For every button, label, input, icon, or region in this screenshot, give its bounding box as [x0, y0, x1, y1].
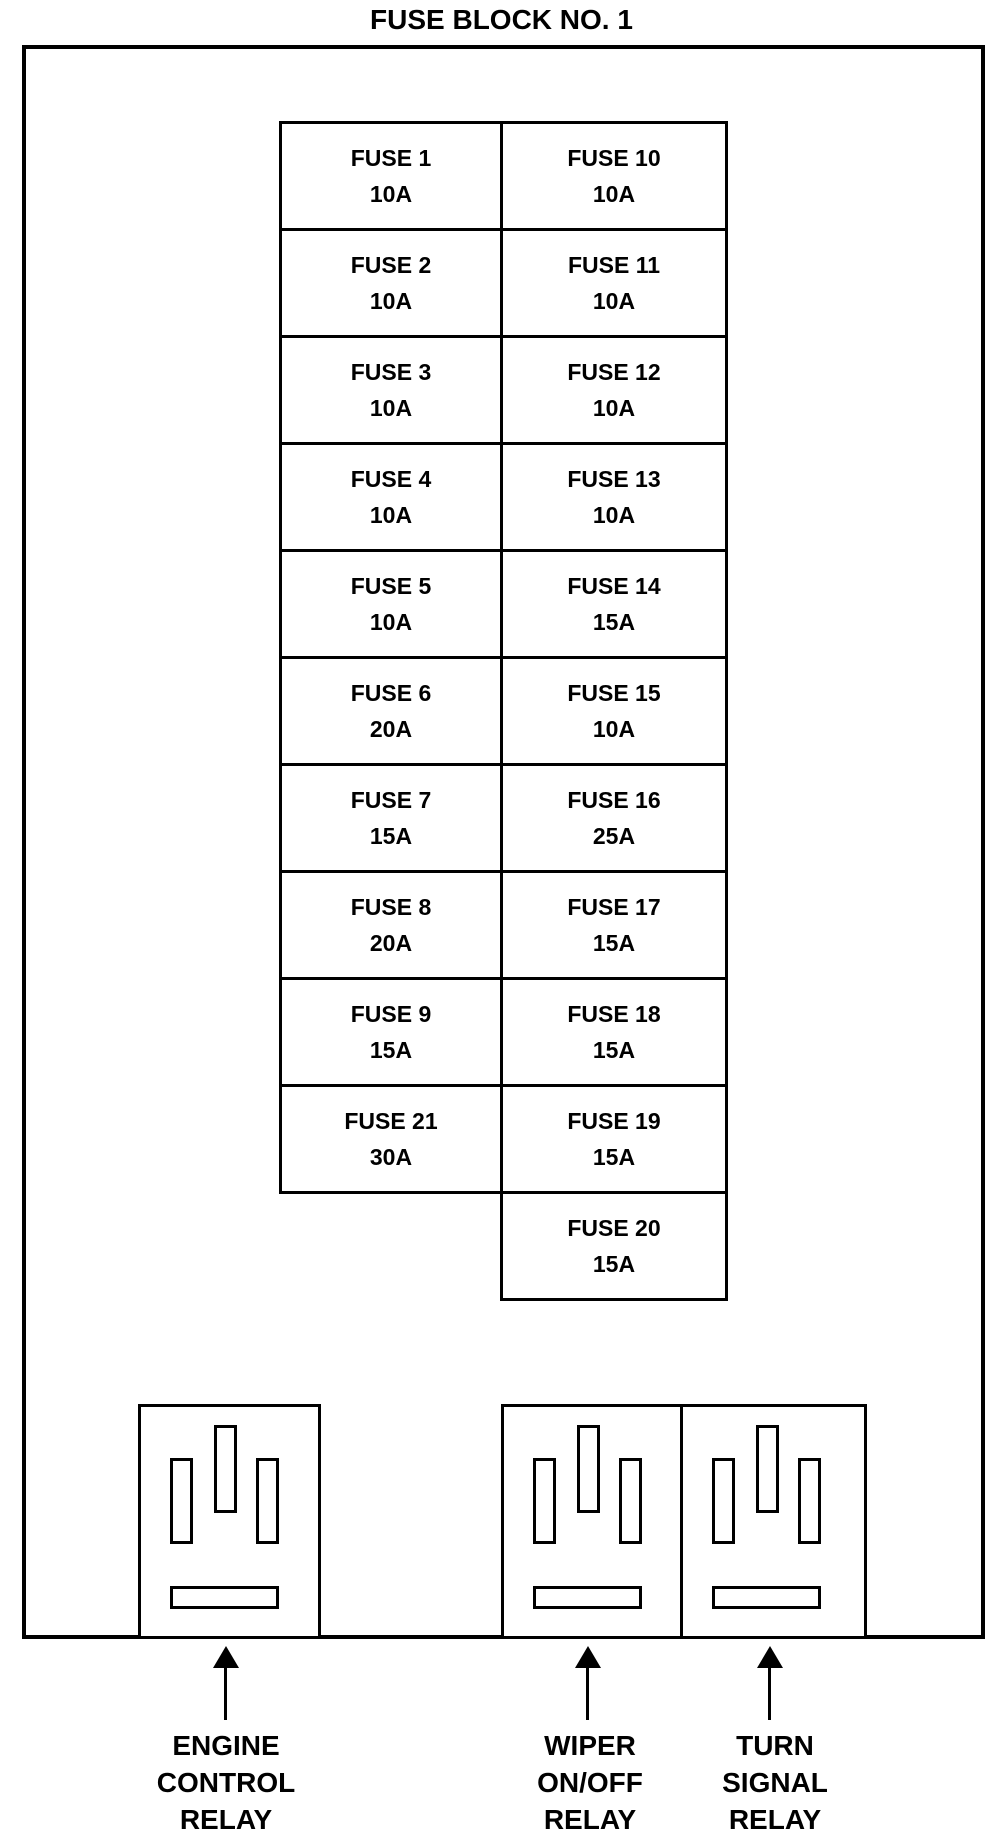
relay-pin-middle [756, 1425, 779, 1513]
fuse-cell-3: FUSE 3 10A [279, 335, 503, 445]
fuse-cell-15: FUSE 15 10A [500, 656, 728, 766]
fuse-cell-21: FUSE 21 30A [279, 1084, 503, 1194]
fuse-name: FUSE 21 [344, 1108, 438, 1134]
fuse-amperage: 10A [592, 716, 636, 742]
fuse-name: FUSE 4 [350, 466, 432, 492]
fuse-cell-17: FUSE 17 15A [500, 870, 728, 980]
fuse-cell-2: FUSE 2 10A [279, 228, 503, 338]
fuse-name: FUSE 2 [350, 252, 432, 278]
fuse-amperage: 15A [592, 1037, 636, 1063]
fuse-cell-14: FUSE 14 15A [500, 549, 728, 659]
relay-pin-middle [214, 1425, 237, 1513]
fuse-name: FUSE 7 [350, 787, 432, 813]
relay-box-engine-control [138, 1404, 321, 1639]
fuse-cell-18: FUSE 18 15A [500, 977, 728, 1087]
relay-slot [712, 1586, 821, 1609]
fuse-cell-9: FUSE 9 15A [279, 977, 503, 1087]
up-arrow-stem [224, 1667, 227, 1720]
fuse-name: FUSE 16 [567, 787, 661, 813]
fuse-amperage: 10A [592, 395, 636, 421]
fuse-name: FUSE 12 [567, 359, 661, 385]
fuse-name: FUSE 6 [350, 680, 432, 706]
up-arrow-icon [575, 1646, 601, 1668]
fuse-cell-13: FUSE 13 10A [500, 442, 728, 552]
up-arrow-stem [586, 1667, 589, 1720]
label-line: RELAY [179, 1804, 273, 1835]
fuse-amperage: 10A [592, 288, 636, 314]
fuse-name: FUSE 3 [350, 359, 432, 385]
up-arrow-icon [757, 1646, 783, 1668]
fuse-cell-12: FUSE 12 10A [500, 335, 728, 445]
fuse-name: FUSE 8 [350, 894, 432, 920]
fuse-amperage: 10A [369, 609, 413, 635]
fuse-name: FUSE 9 [350, 1001, 432, 1027]
fuse-name: FUSE 13 [567, 466, 661, 492]
relay-pin-right [256, 1458, 279, 1544]
fuse-name: FUSE 17 [567, 894, 661, 920]
label-line: TURN [736, 1730, 814, 1761]
fuse-cell-5: FUSE 5 10A [279, 549, 503, 659]
up-arrow-stem [768, 1667, 771, 1720]
label-line: RELAY [728, 1804, 822, 1835]
fuse-name: FUSE 1 [350, 145, 432, 171]
fuse-cell-8: FUSE 8 20A [279, 870, 503, 980]
fuse-amperage: 10A [592, 181, 636, 207]
label-engine-control-relay: ENGINE CONTROL RELAY [106, 1727, 346, 1838]
fuse-name: FUSE 14 [567, 573, 661, 599]
fuse-amperage: 10A [592, 502, 636, 528]
fuse-name: FUSE 11 [567, 252, 661, 278]
fuse-amperage: 30A [369, 1144, 413, 1170]
label-line: RELAY [543, 1804, 637, 1835]
relay-pin-right [798, 1458, 821, 1544]
fuse-cell-20: FUSE 20 15A [500, 1191, 728, 1301]
fuse-amperage: 20A [369, 716, 413, 742]
label-wiper-on-off-relay: WIPER ON/OFF RELAY [470, 1727, 710, 1838]
label-turn-signal-relay: TURN SIGNAL RELAY [655, 1727, 895, 1838]
up-arrow-icon [213, 1646, 239, 1668]
fuse-cell-7: FUSE 7 15A [279, 763, 503, 873]
relay-pin-left [170, 1458, 193, 1544]
relay-pin-right [619, 1458, 642, 1544]
label-line: ON/OFF [537, 1767, 643, 1798]
relay-slot [170, 1586, 279, 1609]
label-line: WIPER [544, 1730, 636, 1761]
fuse-cell-11: FUSE 11 10A [500, 228, 728, 338]
label-line: SIGNAL [722, 1767, 828, 1798]
fuse-amperage: 10A [369, 502, 413, 528]
fuse-amperage: 25A [592, 823, 636, 849]
fuse-amperage: 15A [592, 1251, 636, 1277]
relay-slot [533, 1586, 642, 1609]
fuse-name: FUSE 20 [567, 1215, 661, 1241]
fuse-amperage: 10A [369, 181, 413, 207]
relay-box-wiper-on-off [501, 1404, 683, 1639]
fuse-cell-4: FUSE 4 10A [279, 442, 503, 552]
relay-pin-left [712, 1458, 735, 1544]
fuse-amperage: 10A [369, 395, 413, 421]
relay-pin-middle [577, 1425, 600, 1513]
fuse-amperage: 15A [592, 609, 636, 635]
fuse-name: FUSE 5 [350, 573, 432, 599]
fuse-name: FUSE 15 [567, 680, 661, 706]
label-line: CONTROL [156, 1767, 296, 1798]
relay-box-turn-signal [680, 1404, 867, 1639]
fuse-cell-19: FUSE 19 15A [500, 1084, 728, 1194]
fuse-cell-6: FUSE 6 20A [279, 656, 503, 766]
fuse-amperage: 15A [592, 930, 636, 956]
fuse-cell-10: FUSE 10 10A [500, 121, 728, 231]
label-line: ENGINE [172, 1730, 280, 1761]
page-title: FUSE BLOCK NO. 1 [370, 4, 633, 35]
fuse-cell-16: FUSE 16 25A [500, 763, 728, 873]
fuse-amperage: 15A [369, 823, 413, 849]
fuse-name: FUSE 18 [567, 1001, 661, 1027]
relay-pin-left [533, 1458, 556, 1544]
fuse-amperage: 15A [592, 1144, 636, 1170]
fuse-amperage: 10A [369, 288, 413, 314]
fuse-amperage: 20A [369, 930, 413, 956]
fuse-amperage: 15A [369, 1037, 413, 1063]
fuse-name: FUSE 19 [567, 1108, 661, 1134]
fuse-name: FUSE 10 [567, 145, 661, 171]
fuse-cell-1: FUSE 1 10A [279, 121, 503, 231]
